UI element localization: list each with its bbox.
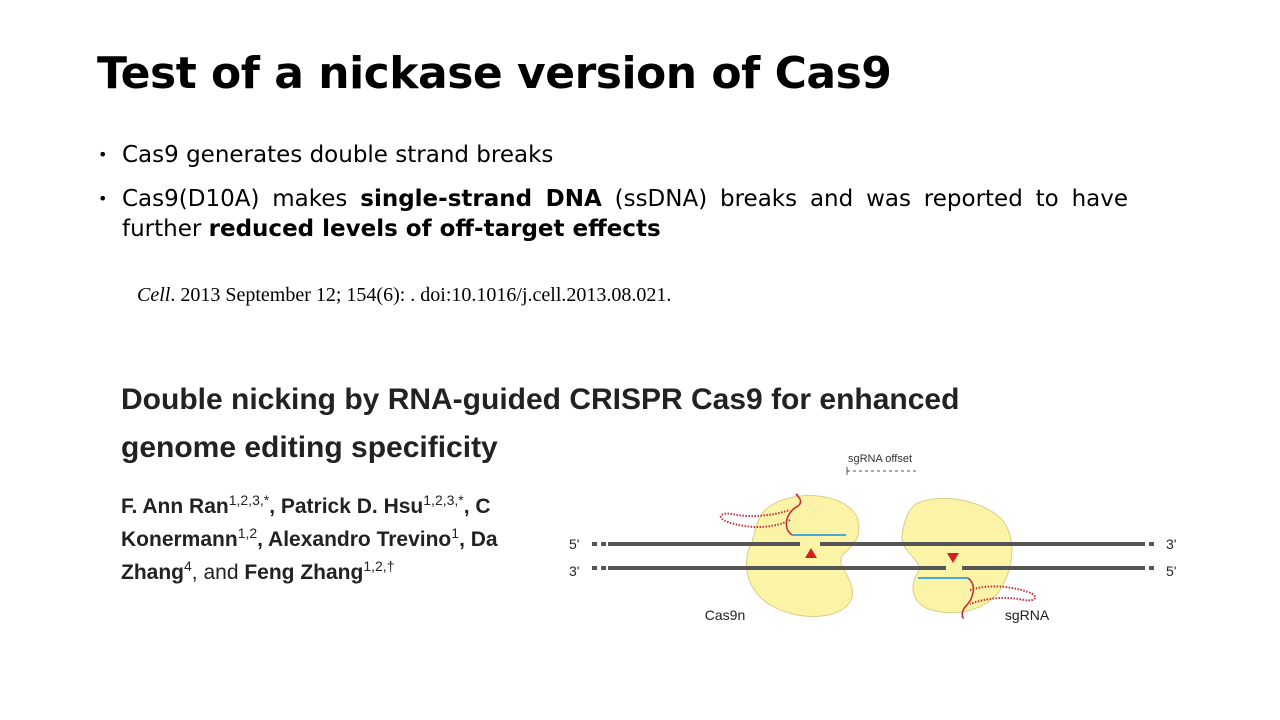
sgrna-label: sgRNA xyxy=(1005,607,1050,623)
paper-title-line: Double nicking by RNA-guided CRISPR Cas9… xyxy=(121,383,960,416)
author-name: C xyxy=(475,495,491,518)
cas9n-protein-left xyxy=(746,494,860,617)
bullet-text: Cas9(D10A) makes xyxy=(122,186,361,212)
author-separator: , and xyxy=(191,561,245,584)
author-line: Konermann1,2, Alexandro Trevino1, Da xyxy=(121,523,561,556)
bottom-strand-5prime-label: 5' xyxy=(1166,563,1176,579)
author-affiliation: 1,2,3,* xyxy=(228,492,270,508)
author-list-clip: F. Ann Ran1,2,3,*, Patrick D. Hsu1,2,3,*… xyxy=(121,490,561,590)
bullet-text: Cas9 generates double strand breaks xyxy=(122,142,554,168)
citation-details: . 2013 September 12; 154(6): . doi:10.10… xyxy=(170,284,672,306)
bullet-item-double-strand: • Cas9 generates double strand breaks xyxy=(98,140,1128,170)
author-affiliation: 4 xyxy=(184,558,192,574)
sgrna-hairpin-left xyxy=(719,509,791,528)
bullet-emphasis: reduced levels of off-target effects xyxy=(208,216,661,242)
author-name: Zhang xyxy=(121,561,184,584)
bullet-text: (ssDNA) breaks and was reported to have … xyxy=(122,186,1128,242)
sgrna-scaffold-right xyxy=(961,577,975,619)
bullet-icon: • xyxy=(98,145,108,164)
citation: Cell. 2013 September 12; 154(6): . doi:1… xyxy=(137,284,671,307)
bullet-icon: • xyxy=(98,189,108,208)
author-name: Feng Zhang xyxy=(244,561,364,584)
author-name: Konermann xyxy=(121,528,238,551)
author-affiliation: 1,2 xyxy=(237,525,258,541)
paper-title: Double nicking by RNA-guided CRISPR Cas9… xyxy=(121,376,959,472)
author-separator: , xyxy=(459,528,471,551)
author-affiliation: 1,2,† xyxy=(363,558,395,574)
bullet-emphasis: single-strand DNA xyxy=(360,186,602,212)
bottom-strand-3prime-label: 3' xyxy=(569,563,579,579)
cas9n-label: Cas9n xyxy=(705,607,745,623)
sgrna-hairpin-right xyxy=(969,585,1037,605)
nick-marker-bottom xyxy=(947,553,959,563)
author-separator: , xyxy=(269,495,281,518)
author-separator: , xyxy=(463,495,476,518)
slide-title: Test of a nickase version of Cas9 xyxy=(97,48,892,99)
author-list: F. Ann Ran1,2,3,*, Patrick D. Hsu1,2,3,*… xyxy=(121,490,561,589)
author-line: Zhang4, and Feng Zhang1,2,† xyxy=(121,556,561,589)
author-name: F. Ann Ran xyxy=(121,495,229,518)
author-name: Da xyxy=(470,528,498,551)
author-name: Alexandro Trevino xyxy=(268,528,452,551)
sgrna-scaffold-left xyxy=(785,493,802,536)
top-strand-5prime-label: 5' xyxy=(569,536,579,552)
bullet-list: • Cas9 generates double strand breaks • … xyxy=(98,140,1128,258)
author-name: Patrick D. Hsu xyxy=(280,495,424,518)
nick-marker-top xyxy=(805,548,817,558)
offset-label: sgRNA offset xyxy=(848,453,912,465)
author-affiliation: 1 xyxy=(451,525,460,541)
top-strand-3prime-label: 3' xyxy=(1166,536,1176,552)
paper-title-line: genome editing specificity xyxy=(121,431,498,464)
citation-journal: Cell xyxy=(137,284,171,306)
author-affiliation: 1,2,3,* xyxy=(423,492,464,508)
author-separator: , xyxy=(257,528,269,551)
author-line: F. Ann Ran1,2,3,*, Patrick D. Hsu1,2,3,*… xyxy=(121,490,561,523)
bullet-item-nickase: • Cas9(D10A) makes single-strand DNA (ss… xyxy=(98,184,1128,244)
